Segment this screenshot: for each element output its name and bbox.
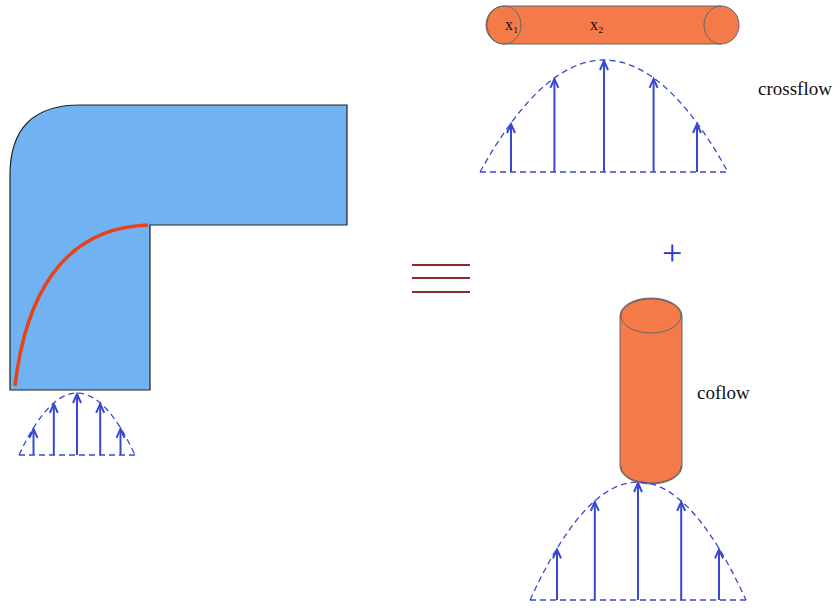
pipe-bend [10, 105, 347, 390]
streamline [15, 225, 148, 386]
cylinder-outline [485, 5, 740, 45]
equivalence-sign [412, 265, 470, 292]
axis-label: x₁ [505, 16, 519, 34]
crossflow-cylinder: x₁ x₂ [485, 5, 740, 45]
velocity-profile [19, 393, 135, 455]
plus-sign: + [662, 232, 682, 274]
velocity-profile [530, 482, 746, 600]
axis-label: x₂ [590, 16, 604, 34]
coflow-cylinder [620, 298, 682, 484]
flow-label: crossflow [758, 78, 832, 100]
velocity-profile [480, 60, 728, 172]
flow-label: coflow [697, 382, 750, 404]
velocity-profiles [19, 60, 746, 600]
